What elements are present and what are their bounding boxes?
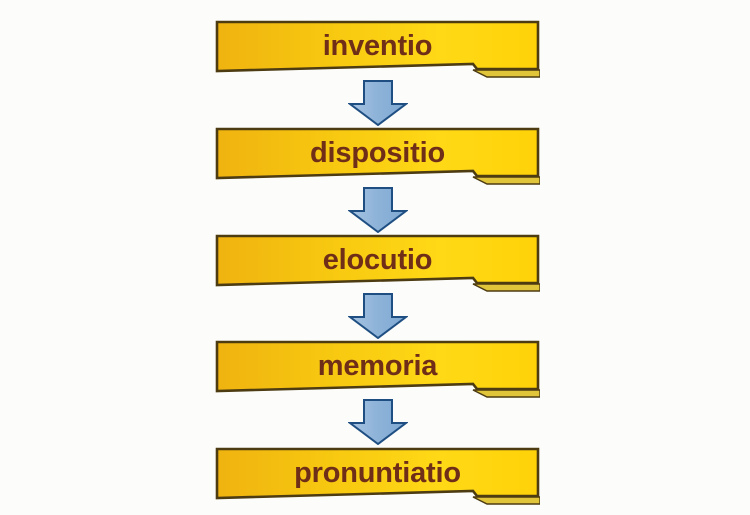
step-shape — [215, 447, 540, 505]
step-label: memoria — [317, 350, 438, 382]
arrow-dispositio-to-elocutio — [348, 187, 408, 233]
step-label: dispositio — [310, 137, 445, 169]
step-shape — [215, 127, 540, 185]
step-shape — [215, 340, 540, 398]
step-shape — [215, 20, 540, 78]
process-step-elocutio[interactable]: elocutio — [215, 234, 540, 292]
step-label: elocutio — [322, 244, 433, 276]
process-step-inventio[interactable]: inventio — [215, 20, 540, 78]
arrow-elocutio-to-memoria — [348, 293, 408, 339]
process-step-dispositio[interactable]: dispositio — [215, 127, 540, 185]
arrow-memoria-to-pronuntiatio — [348, 399, 408, 445]
step-label: inventio — [322, 30, 433, 62]
step-label: pronuntiatio — [294, 457, 461, 489]
arrow-inventio-to-dispositio — [348, 80, 408, 126]
process-step-pronuntiatio[interactable]: pronuntiatio — [215, 447, 540, 505]
step-shape — [215, 234, 540, 292]
process-step-memoria[interactable]: memoria — [215, 340, 540, 398]
